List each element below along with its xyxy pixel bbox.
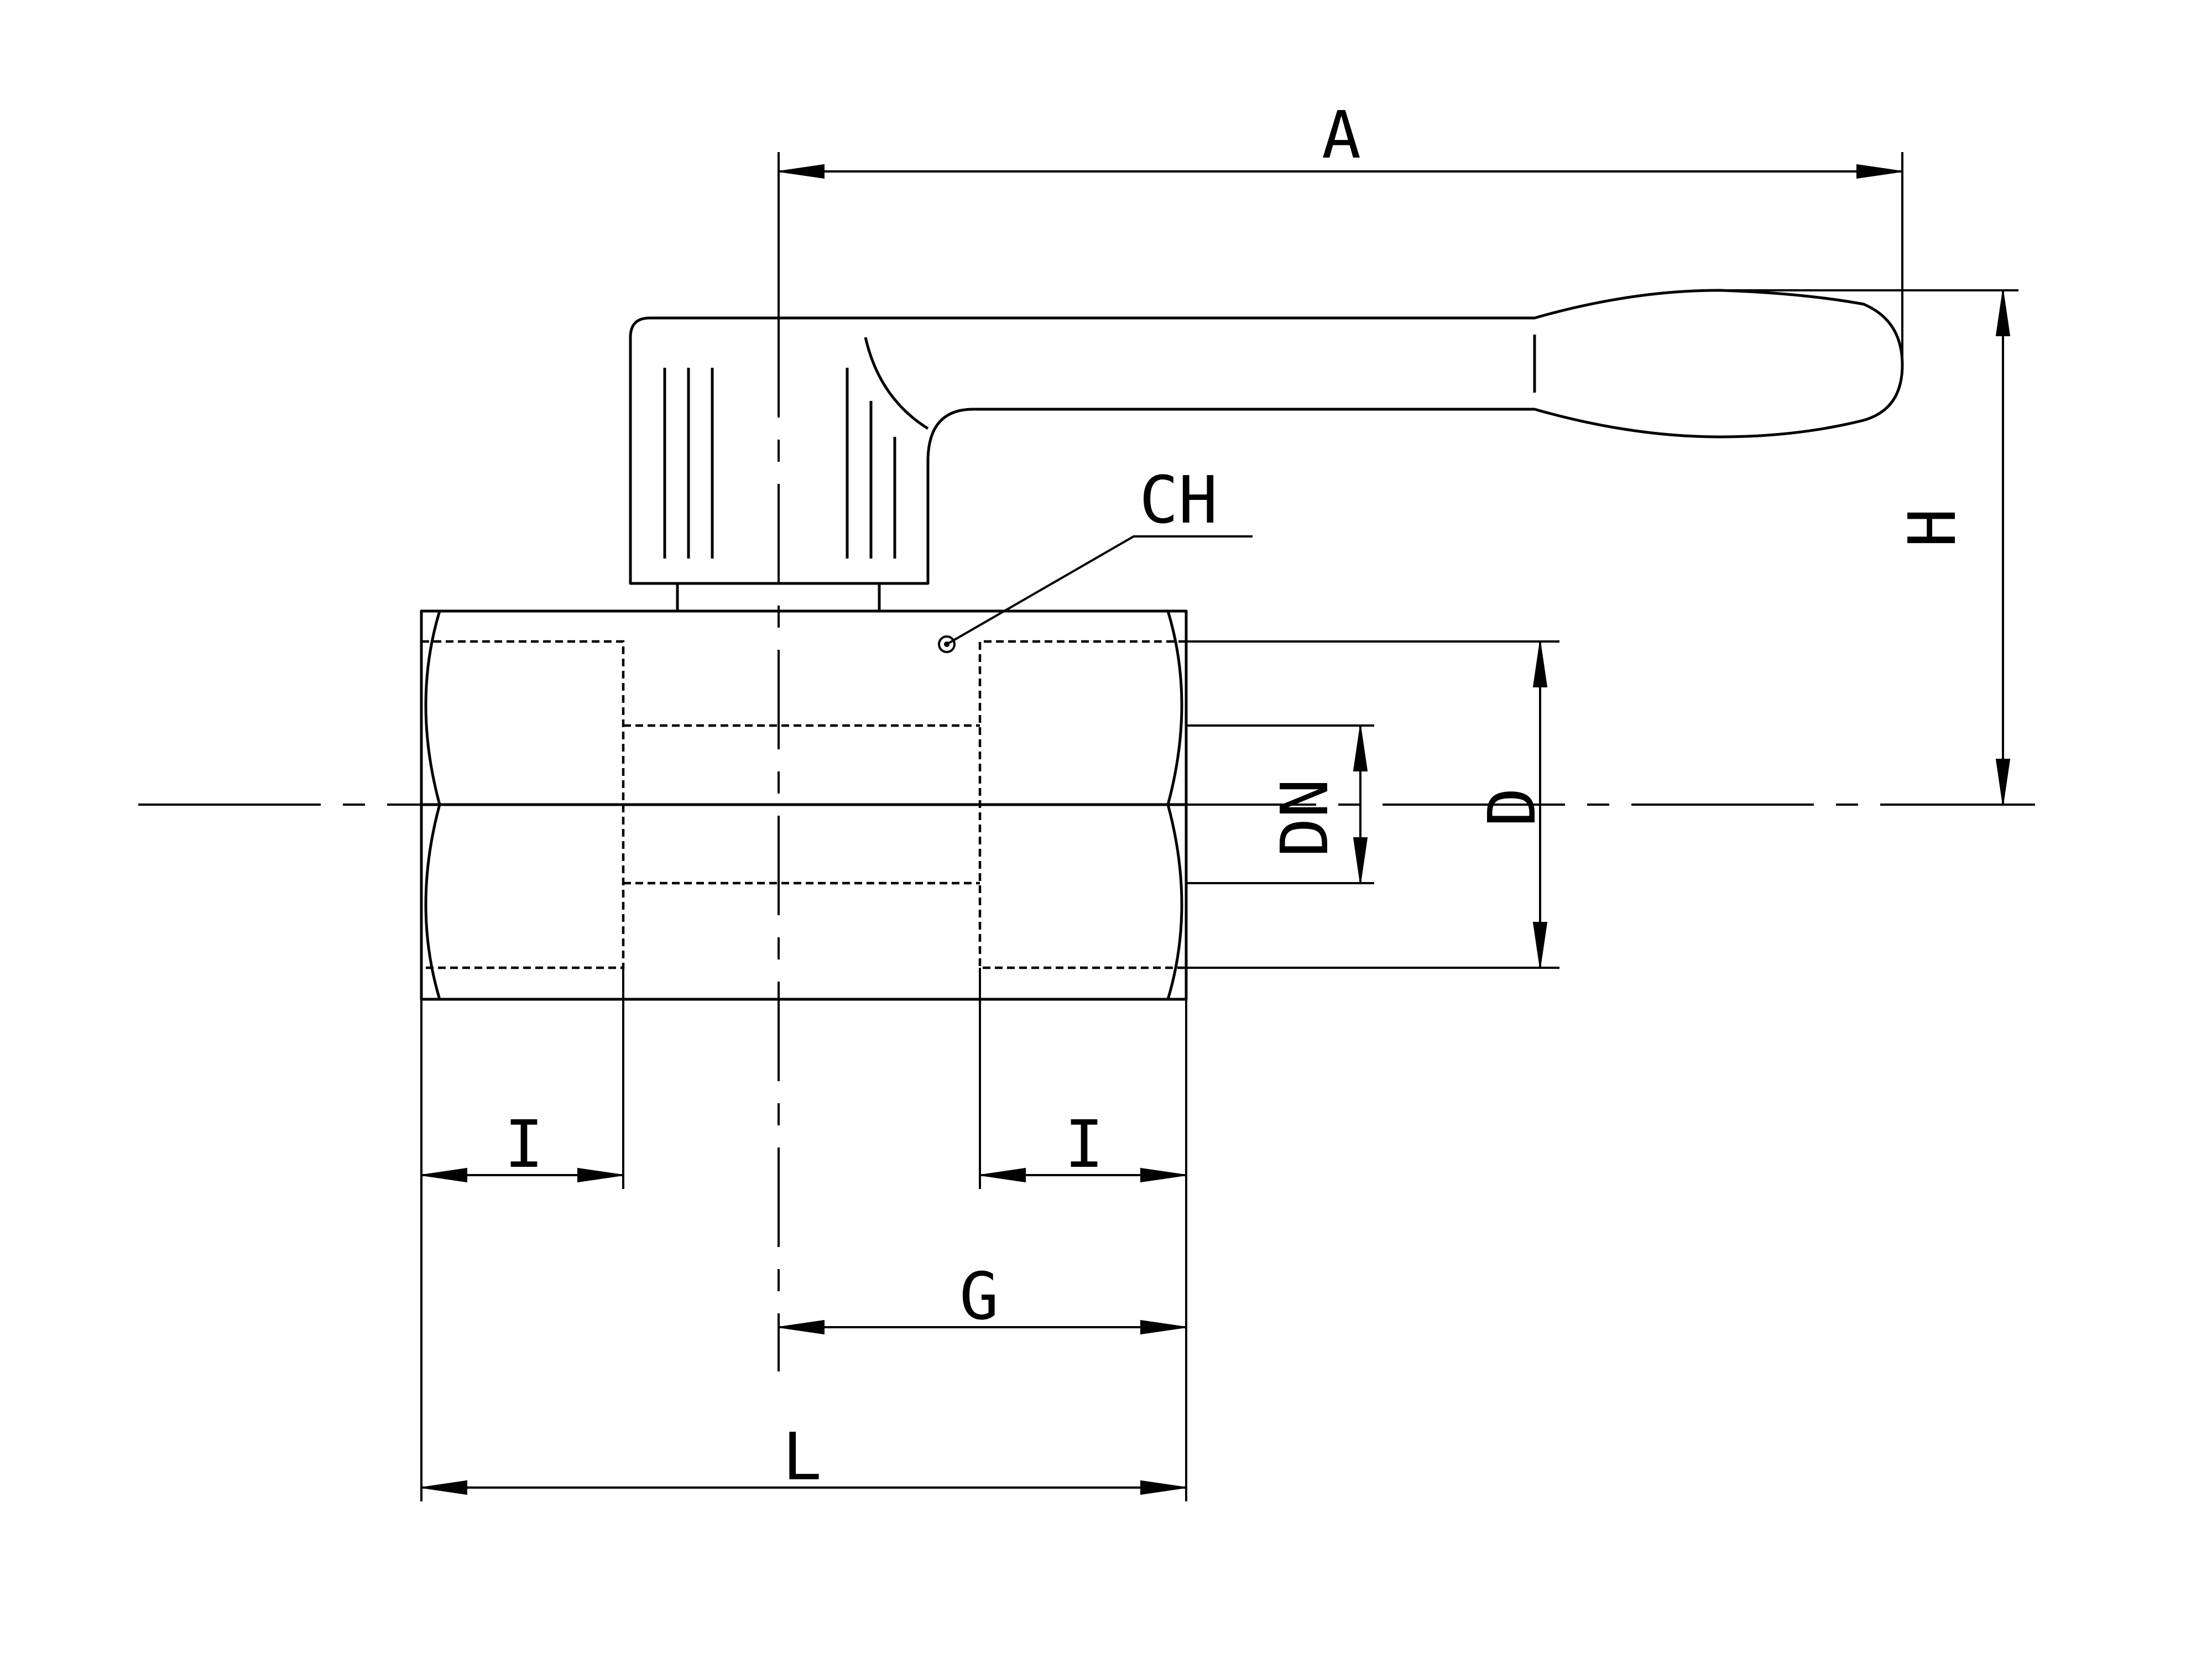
arrow-head xyxy=(979,1167,1026,1183)
ch-marker-outer xyxy=(938,635,956,653)
label-i-right: I xyxy=(1065,1106,1104,1182)
valve-body xyxy=(420,583,1188,1001)
arrow-head xyxy=(778,164,825,179)
lever-handle xyxy=(629,289,1904,585)
hidden-lines xyxy=(421,640,1186,969)
arrow-head xyxy=(1353,837,1368,884)
arrow-head xyxy=(1140,1480,1187,1495)
arrow-head xyxy=(1995,759,2011,805)
label-a: A xyxy=(1322,97,1361,173)
dimension-h: H xyxy=(1720,289,2018,805)
arrow-head xyxy=(1140,1319,1187,1335)
dimension-a: A xyxy=(778,97,1903,365)
arrow-head xyxy=(1856,164,1903,179)
arrow-head xyxy=(778,1319,825,1335)
label-ch: CH xyxy=(1139,462,1218,538)
label-l: L xyxy=(782,1418,822,1495)
right-hex-facet xyxy=(1166,611,1183,1000)
label-i-left: I xyxy=(504,1106,544,1182)
dimension-i-left: I xyxy=(420,968,624,1501)
label-h: H xyxy=(1894,508,1970,547)
dimension-dn: DN xyxy=(1186,724,1374,884)
arrow-head xyxy=(1532,922,1548,968)
handle-outline xyxy=(629,289,1904,585)
handle-fillet xyxy=(864,337,929,430)
dimension-l: L xyxy=(421,1418,1187,1495)
arrow-head xyxy=(421,1167,467,1183)
arrow-head xyxy=(1532,641,1548,687)
label-d: D xyxy=(1474,787,1550,827)
arrow-head xyxy=(577,1167,624,1183)
left-hex-facet xyxy=(424,611,441,1000)
ch-callout: CH xyxy=(938,462,1253,653)
arrow-head xyxy=(1353,725,1368,771)
dimension-d: D xyxy=(1186,640,1559,969)
arrow-head xyxy=(1140,1167,1187,1183)
label-g: G xyxy=(959,1258,999,1334)
right-thread-hidden xyxy=(978,640,1186,969)
dimension-g: G xyxy=(778,1258,1187,1335)
arrow-head xyxy=(1995,290,2011,336)
ch-leader xyxy=(946,535,1253,645)
arrow-head xyxy=(421,1480,467,1495)
dimension-i-right: I xyxy=(979,968,1187,1501)
left-thread-hidden xyxy=(421,640,625,969)
label-dn: DN xyxy=(1266,779,1343,857)
